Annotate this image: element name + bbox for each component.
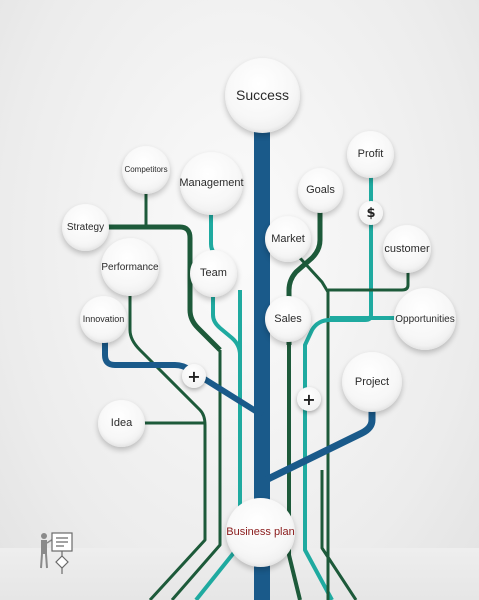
root-line-5 — [303, 395, 334, 600]
node-success-label: Success — [236, 86, 289, 103]
node-goals-label: Goals — [306, 184, 335, 197]
node-market: Market — [265, 216, 311, 262]
node-business-plan-label: Business plan — [226, 526, 295, 539]
node-idea-label: Idea — [110, 417, 133, 430]
root-line-6 — [320, 470, 358, 600]
node-success: Success — [225, 58, 300, 133]
customer-line — [328, 270, 410, 292]
node-innovation: Innovation — [80, 296, 127, 343]
strategy-line — [95, 224, 222, 352]
dollar-icon: $ — [359, 201, 383, 225]
node-opportunities: Opportunities — [394, 288, 456, 350]
plus-symbol-right: + — [302, 389, 316, 409]
node-management-label: Management — [179, 177, 244, 190]
root-line-3 — [170, 350, 222, 600]
presenter-flowchart-icon — [40, 532, 73, 574]
performance-line — [128, 295, 207, 426]
node-customer: customer — [383, 225, 431, 273]
node-sales-label: Sales — [274, 312, 302, 325]
node-competitors: Competitors — [122, 146, 170, 194]
node-profit-label: Profit — [357, 148, 384, 161]
node-project-label: Project — [354, 375, 390, 388]
node-strategy: Strategy — [62, 204, 109, 251]
node-sales: Sales — [265, 296, 311, 342]
node-performance: Performance — [101, 238, 159, 296]
node-team: Team — [190, 250, 237, 297]
node-idea: Idea — [98, 400, 145, 447]
team-line — [211, 297, 242, 356]
node-innovation-label: Innovation — [82, 313, 125, 324]
goals-line — [286, 212, 323, 345]
node-customer-label: customer — [384, 242, 430, 255]
root-line-4 — [287, 345, 302, 600]
dollar-symbol: $ — [366, 205, 376, 221]
node-competitors-label: Competitors — [124, 164, 168, 174]
node-market-label: Market — [271, 232, 305, 245]
project-line — [260, 405, 376, 486]
node-performance-label: Performance — [101, 261, 159, 273]
node-team-label: Team — [200, 267, 227, 280]
node-profit: Profit — [347, 131, 394, 178]
node-opportunities-label: Opportunities — [395, 313, 455, 325]
plus-icon-left: + — [182, 364, 206, 388]
root-line-1 — [148, 425, 207, 600]
node-goals: Goals — [298, 168, 343, 213]
plus-symbol-left: + — [187, 366, 201, 386]
node-business-plan: Business plan — [226, 498, 295, 567]
node-project: Project — [342, 352, 402, 412]
plus-icon-right: + — [297, 387, 321, 411]
node-strategy-label: Strategy — [66, 222, 105, 233]
node-management: Management — [179, 152, 244, 215]
